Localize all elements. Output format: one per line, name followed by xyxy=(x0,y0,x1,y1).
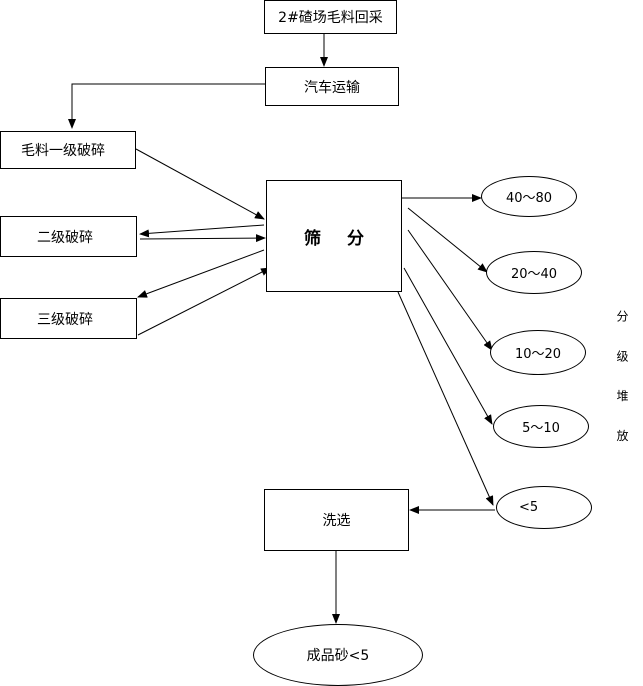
edge-transport-to-crush1 xyxy=(68,83,265,129)
edge-screen-to-grade4 xyxy=(403,267,493,425)
node-grade1: 40～80 xyxy=(481,176,577,217)
edge-screen-to-grade2 xyxy=(407,207,488,273)
edge-crush1-to-screen xyxy=(135,148,265,220)
edge-screen-to-grade3 xyxy=(407,229,493,351)
node-grade5: <5 xyxy=(496,486,592,529)
node-grade4: 5～10 xyxy=(493,405,589,448)
node-screen: 筛 分 xyxy=(266,180,402,292)
node-grade2: 20～40 xyxy=(486,251,582,294)
edge-crush3-to-screen xyxy=(137,267,271,336)
node-transport: 汽车运输 xyxy=(265,67,399,106)
node-product: 成品砂<5 xyxy=(253,624,423,686)
node-wash: 洗选 xyxy=(264,489,409,551)
node-screen-label: 筛 分 xyxy=(304,228,374,249)
node-crush1: 毛料一级破碎 xyxy=(0,131,136,169)
edge-screen-to-crush2 xyxy=(139,224,265,238)
node-crush3: 三级破碎 xyxy=(0,298,137,339)
edge-screen-to-grade5 xyxy=(397,291,494,506)
side-label-graded-stockpile: 分 级 堆 放 xyxy=(615,310,629,454)
node-crush2: 二级破碎 xyxy=(0,216,137,257)
node-grade3: 10～20 xyxy=(490,330,586,375)
edge-screen-to-crush3 xyxy=(137,249,265,298)
edge-crush2-to-screen xyxy=(139,234,266,243)
node-source: 2#碴场毛料回采 xyxy=(264,0,397,34)
